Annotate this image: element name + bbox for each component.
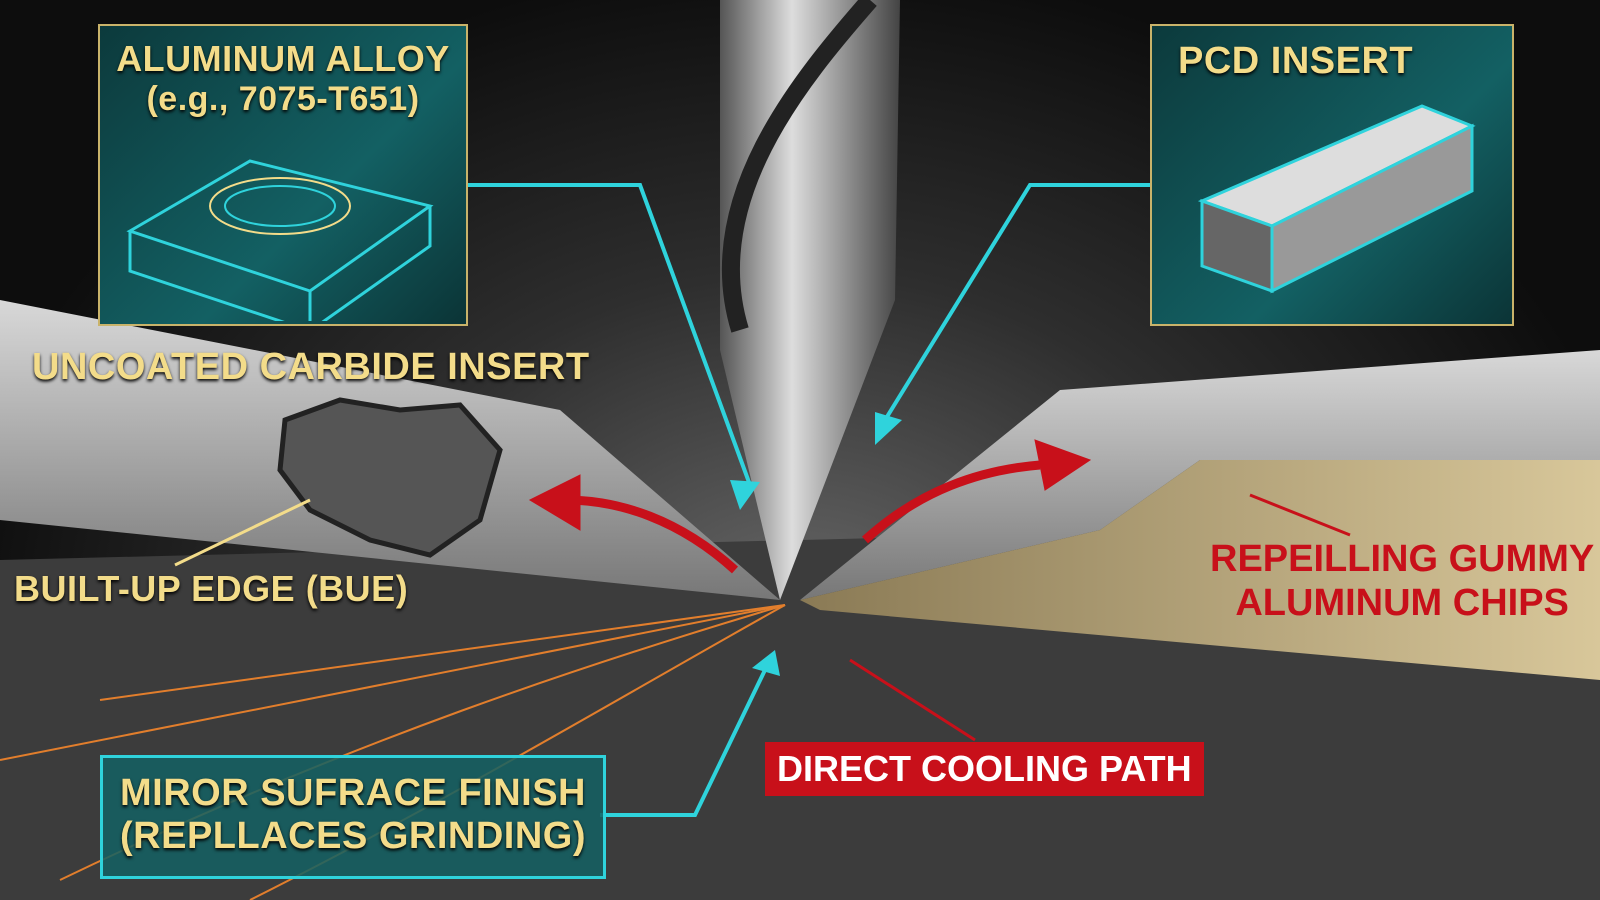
aluminum-title: ALUMINUM ALLOY [116,38,450,79]
bue-chip [277,397,503,558]
pcd-insert-shape [800,350,1600,680]
workpiece-wireframe-icon [126,159,434,321]
pcd-title: PCD INSERT [1178,40,1414,82]
aluminum-alloy-panel: ALUMINUM ALLOY (e.g., 7075-T651) [98,24,468,326]
pcd-insert-icon [1197,104,1476,294]
chips-label: REPEILLING GUMMY ALUMINUM CHIPS [1210,537,1594,625]
pcd-insert-panel: PCD INSERT [1150,24,1514,326]
chip-flow-arrows [528,439,1092,574]
end-mill-drill [720,0,900,600]
carbide-insert-label: UNCOATED CARBIDE INSERT [32,346,590,388]
cooling-path-label: DIRECT COOLING PATH [765,742,1204,796]
finish-line-2: (REPLLACES GRINDING) [120,815,586,857]
chips-line-1: REPEILLING GUMMY [1210,538,1595,580]
surface-finish-panel: MIROR SUFRACE FINISH (REPLLACES GRINDING… [100,755,606,879]
chips-line-2: ALUMINUM CHIPS [1235,582,1569,624]
leader-lines [174,183,1351,817]
bue-label: BUILT-UP EDGE (BUE) [14,568,409,609]
finish-line-1: MIROR SUFRACE FINISH [120,772,586,814]
aluminum-subtitle: (e.g., 7075-T651) [146,80,420,118]
